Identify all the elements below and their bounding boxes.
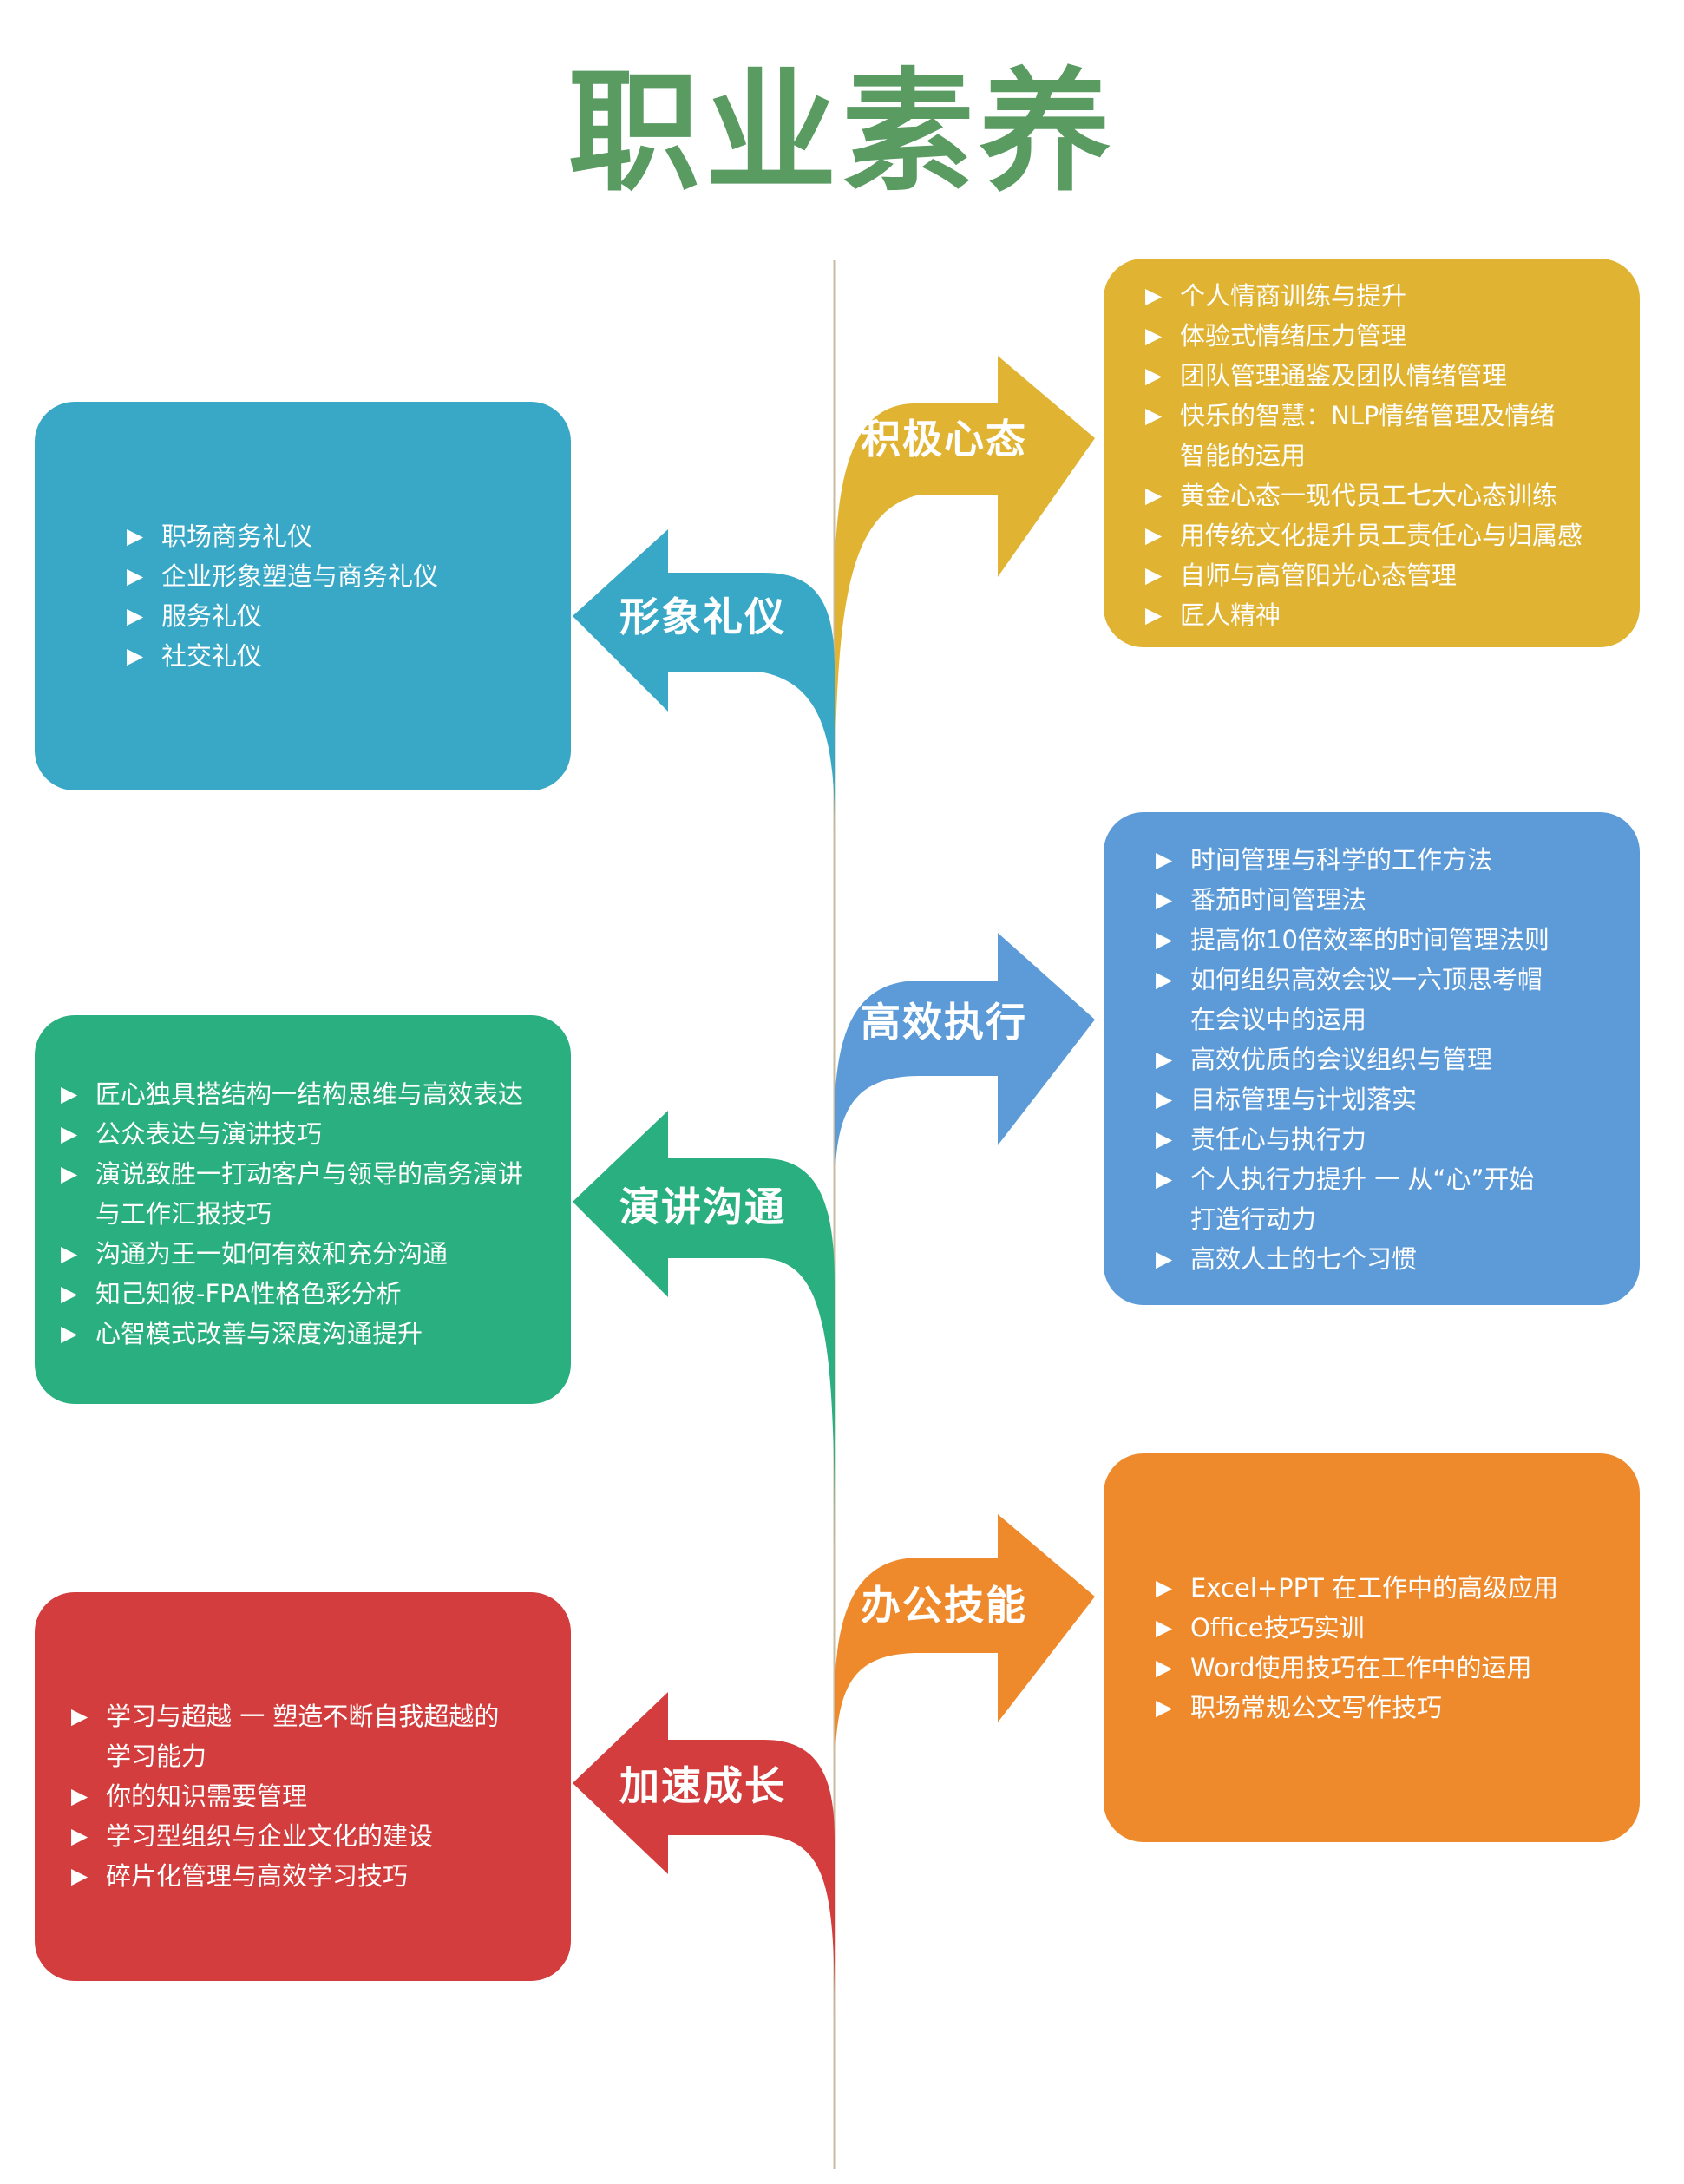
list-item: 职场常规公文写作技巧 [1156, 1688, 1640, 1728]
arrow-jiasuchengzhang [573, 1692, 835, 2022]
arrow-jijixintai [835, 356, 1095, 833]
list-item: 演说致胜一打动客户与领导的高务演讲 [61, 1154, 571, 1194]
list-yanjianggoutong: 匠心独具搭结构一结构思维与高效表达 公众表达与演讲技巧 演说致胜一打动客户与领导… [61, 1074, 571, 1354]
page-title: 职业素养 [567, 56, 1117, 209]
list-item: 团队管理通鉴及团队情绪管理 [1145, 356, 1640, 396]
list-item-continuation: 打造行动力 [1190, 1204, 1317, 1234]
panel-jiasuchengzhang: 学习与超越 一 塑造不断自我超越的 学习能力 你的知识需要管理 学习型组织与企业… [35, 1592, 571, 1981]
list-item: 体验式情绪压力管理 [1145, 316, 1640, 356]
panel-yanjianggoutong: 匠心独具搭结构一结构思维与高效表达 公众表达与演讲技巧 演说致胜一打动客户与领导… [35, 1015, 571, 1404]
list-item: 快乐的智慧：NLP情绪管理及情绪 [1145, 396, 1640, 436]
list-item: 个人情商训练与提升 [1145, 276, 1640, 316]
list-item: 责任心与执行力 [1156, 1119, 1640, 1159]
list-item: 学习与超越 一 塑造不断自我超越的 [71, 1696, 571, 1736]
list-item: 你的知识需要管理 [71, 1776, 571, 1816]
list-item: 碎片化管理与高效学习技巧 [71, 1856, 571, 1896]
list-item: 社交礼仪 [127, 636, 571, 676]
panel-xingxiangliyi: 职场商务礼仪 企业形象塑造与商务礼仪 服务礼仪 社交礼仪 [35, 402, 571, 790]
list-gaoxiaozhixing: 时间管理与科学的工作方法 番茄时间管理法 提高你10倍效率的时间管理法则 如何组… [1156, 840, 1640, 1279]
panel-bangongjineng: Excel+PPT 在工作中的高级应用 Office技巧实训 Word使用技巧在… [1104, 1453, 1640, 1842]
list-bangongjineng: Excel+PPT 在工作中的高级应用 Office技巧实训 Word使用技巧在… [1156, 1568, 1640, 1728]
list-item: 沟通为王一如何有效和充分沟通 [61, 1234, 571, 1274]
list-item: Word使用技巧在工作中的运用 [1156, 1648, 1640, 1688]
list-item: 目标管理与计划落实 [1156, 1079, 1640, 1119]
list-item: 用传统文化提升员工责任心与归属感 [1145, 515, 1640, 555]
arrow-xingxiangliyi [573, 529, 835, 833]
list-item: 匠心独具搭结构一结构思维与高效表达 [61, 1074, 571, 1114]
panel-jijixintai: 个人情商训练与提升 体验式情绪压力管理 团队管理通鉴及团队情绪管理 快乐的智慧：… [1104, 259, 1640, 647]
list-item-continuation: 在会议中的运用 [1190, 1005, 1367, 1034]
arrow-yanjianggoutong [573, 1111, 835, 1562]
list-item-continuation: 学习能力 [106, 1741, 207, 1771]
list-jiasuchengzhang: 学习与超越 一 塑造不断自我超越的 学习能力 你的知识需要管理 学习型组织与企业… [71, 1696, 571, 1896]
list-item: 高效人士的七个习惯 [1156, 1239, 1640, 1279]
list-item: 黄金心态一现代员工七大心态训练 [1145, 475, 1640, 515]
label-bangongjineng: 办公技能 [861, 1582, 1027, 1629]
label-yanjianggoutong: 演讲沟通 [619, 1184, 786, 1230]
arrow-bangongjineng [835, 1514, 1095, 1787]
list-item-continuation: 智能的运用 [1180, 441, 1307, 470]
arrow-gaoxiaozhixing [835, 933, 1095, 1197]
panel-gaoxiaozhixing: 时间管理与科学的工作方法 番茄时间管理法 提高你10倍效率的时间管理法则 如何组… [1104, 812, 1640, 1305]
label-jiasuchengzhang: 加速成长 [619, 1762, 786, 1809]
label-xingxiangliyi: 形象礼仪 [619, 594, 786, 640]
list-item: 时间管理与科学的工作方法 [1156, 840, 1640, 880]
list-item: 企业形象塑造与商务礼仪 [127, 556, 571, 596]
list-item: 如何组织高效会议一六顶思考帽 [1156, 960, 1640, 1000]
list-item: 高效优质的会议组织与管理 [1156, 1040, 1640, 1079]
list-item: 公众表达与演讲技巧 [61, 1114, 571, 1154]
list-item: 个人执行力提升 一 从“心”开始 [1156, 1159, 1640, 1199]
label-gaoxiaozhixing: 高效执行 [861, 999, 1027, 1046]
list-item: 提高你10倍效率的时间管理法则 [1156, 920, 1640, 960]
list-item: 学习型组织与企业文化的建设 [71, 1816, 571, 1856]
list-xingxiangliyi: 职场商务礼仪 企业形象塑造与商务礼仪 服务礼仪 社交礼仪 [127, 516, 571, 676]
label-jijixintai: 积极心态 [861, 416, 1027, 462]
list-item-continuation: 与工作汇报技巧 [95, 1199, 272, 1229]
list-item: 服务礼仪 [127, 596, 571, 636]
list-item: 职场商务礼仪 [127, 516, 571, 556]
list-item: 番茄时间管理法 [1156, 880, 1640, 920]
list-item: 知己知彼-FPA性格色彩分析 [61, 1274, 571, 1314]
list-item: 自师与高管阳光心态管理 [1145, 555, 1640, 595]
list-item: Excel+PPT 在工作中的高级应用 [1156, 1568, 1640, 1608]
list-item: 匠人精神 [1145, 595, 1640, 635]
list-item: Office技巧实训 [1156, 1608, 1640, 1648]
list-jijixintai: 个人情商训练与提升 体验式情绪压力管理 团队管理通鉴及团队情绪管理 快乐的智慧：… [1145, 276, 1640, 635]
list-item: 心智模式改善与深度沟通提升 [61, 1314, 571, 1354]
